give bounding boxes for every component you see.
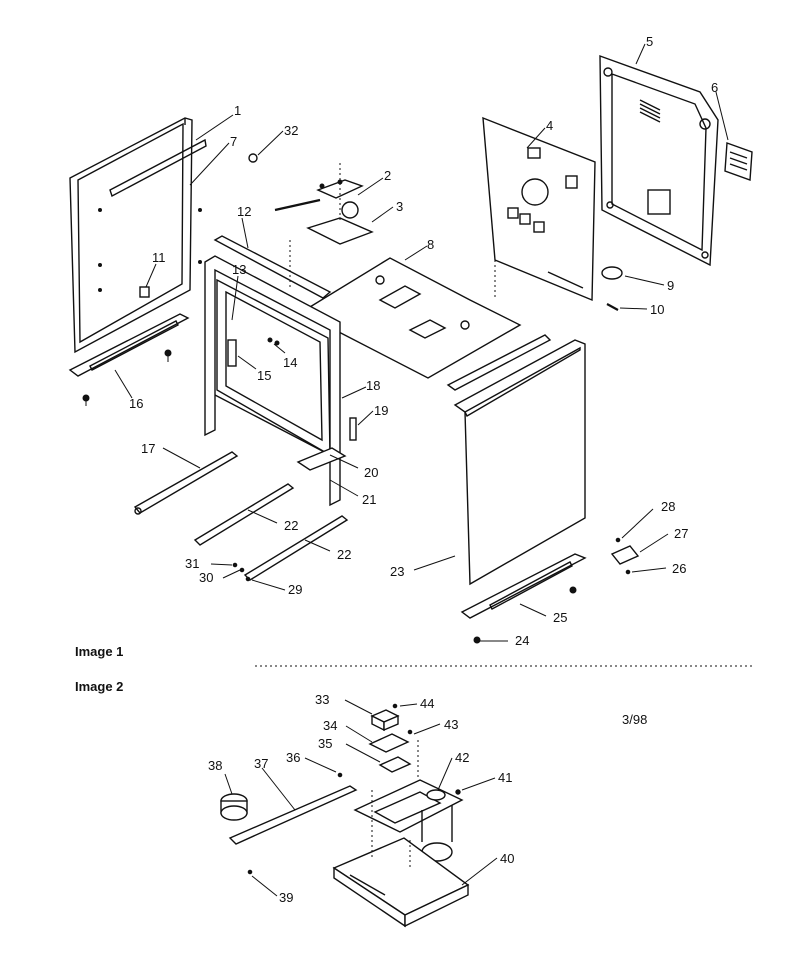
part-40-base-plate	[332, 837, 470, 928]
callout-9: 9	[667, 278, 674, 293]
callout-12: 12	[237, 204, 251, 219]
part-32-screw	[248, 153, 258, 163]
callout-17: 17	[141, 441, 155, 456]
callout-14: 14	[283, 355, 297, 370]
callout-5: 5	[646, 34, 653, 49]
callout-3: 3	[396, 199, 403, 214]
callout-39: 39	[279, 890, 293, 905]
callout-10: 10	[650, 302, 664, 317]
part-35-plate	[378, 756, 412, 773]
part-20-plate	[296, 447, 347, 471]
part-27-bracket	[610, 545, 640, 565]
part-17-rail	[133, 451, 239, 515]
callout-27: 27	[674, 526, 688, 541]
callout-16: 16	[129, 396, 143, 411]
leader-lines-image-2	[224, 699, 498, 897]
part-10-screw	[606, 303, 619, 311]
callout-22b: 22	[337, 547, 351, 562]
part-9-grommet	[601, 266, 623, 280]
callout-13: 13	[232, 262, 246, 277]
callout-43: 43	[444, 717, 458, 732]
callout-42: 42	[455, 750, 469, 765]
part-38-knob	[220, 793, 248, 821]
part-3-bracket	[306, 217, 374, 245]
callout-41: 41	[498, 770, 512, 785]
callout-40: 40	[500, 851, 514, 866]
callout-38: 38	[208, 758, 222, 773]
callout-1: 1	[234, 103, 241, 118]
left-base-rail	[68, 313, 190, 406]
callout-35: 35	[318, 736, 332, 751]
callout-28: 28	[661, 499, 675, 514]
parts-26-28-screws	[615, 537, 631, 575]
image-2-caption: Image 2	[75, 679, 123, 694]
callout-8: 8	[427, 237, 434, 252]
callout-22a: 22	[284, 518, 298, 533]
part-2-burner-valve	[274, 179, 364, 219]
part-33-block	[370, 709, 400, 732]
callout-18: 18	[366, 378, 380, 393]
callout-25: 25	[553, 610, 567, 625]
callout-15: 15	[257, 368, 271, 383]
callout-7: 7	[230, 134, 237, 149]
part-6-label	[724, 142, 753, 181]
callout-20: 20	[364, 465, 378, 480]
part-11-clip	[139, 286, 150, 298]
callout-4: 4	[546, 118, 553, 133]
leader-lines-image-1	[114, 43, 729, 642]
callout-32: 32	[284, 123, 298, 138]
part-37-rod	[228, 785, 358, 845]
callout-labels: 1 2 3 4 5 6 7 8 9 10 11 12 13 14 15 16 1…	[129, 34, 718, 905]
callout-6: 6	[711, 80, 718, 95]
callout-36: 36	[286, 750, 300, 765]
image-2-screws	[247, 703, 461, 875]
part-5-rear-cover	[599, 54, 719, 267]
part-12-top-rail	[213, 235, 332, 299]
parts-29-31-screws	[232, 562, 251, 582]
part-42-bracket-assembly	[353, 779, 464, 862]
callout-37: 37	[254, 756, 268, 771]
part-23-right-panel	[453, 339, 586, 586]
callout-24: 24	[515, 633, 529, 648]
callout-19: 19	[374, 403, 388, 418]
image-1-caption: Image 1	[75, 644, 123, 659]
part-22-rail-a	[193, 483, 295, 546]
part-25-base-rail	[460, 553, 587, 644]
part-34-plate	[368, 733, 410, 753]
date-code: 3/98	[622, 712, 647, 727]
part-4-back-panel	[482, 116, 596, 302]
callout-44: 44	[420, 696, 434, 711]
callout-33: 33	[315, 692, 329, 707]
callout-26: 26	[672, 561, 686, 576]
callout-21: 21	[362, 492, 376, 507]
part-19-bracket	[349, 417, 357, 441]
callout-2: 2	[384, 168, 391, 183]
right-top-rail	[446, 334, 552, 391]
callout-11: 11	[152, 250, 166, 265]
callout-30: 30	[199, 570, 213, 585]
callout-34: 34	[323, 718, 337, 733]
callout-31: 31	[185, 556, 199, 571]
callout-29: 29	[288, 582, 302, 597]
part-14-screws	[267, 337, 280, 346]
callout-23: 23	[390, 564, 404, 579]
left-side-panel	[69, 117, 207, 354]
